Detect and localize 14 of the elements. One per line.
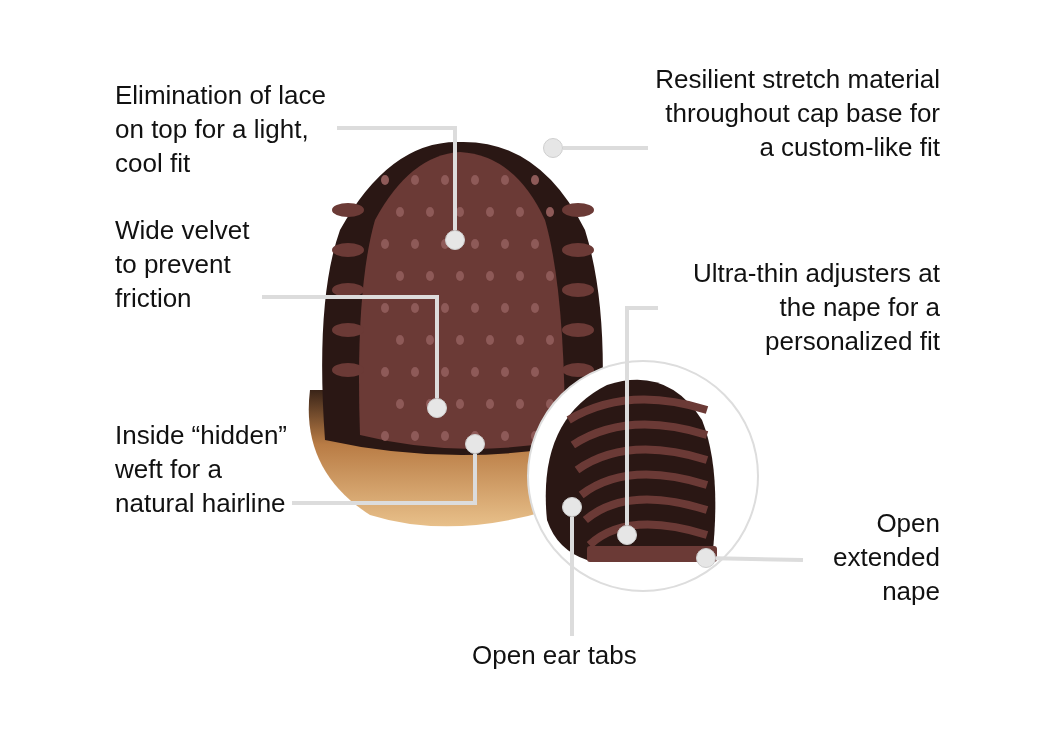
callout-text: Inside “hidden” weft for a natural hairline — [115, 419, 288, 520]
leader-line — [570, 517, 574, 636]
callout-text: Open ear tabs — [472, 639, 638, 672]
callout-text: Wide velvet to prevent friction — [115, 214, 251, 315]
callout-text: Open extended nape — [832, 507, 940, 608]
callout-text: Elimination of lace on top for a light, cool fit — [115, 79, 327, 180]
callout-text: Resilient stretch material throughout cap base for a custom-like fit — [654, 63, 940, 164]
leader-line — [262, 295, 439, 398]
leader-line — [563, 146, 648, 150]
leader-line — [337, 126, 457, 230]
leader-line — [715, 556, 804, 562]
leader-line — [625, 306, 658, 525]
leader-line — [292, 454, 477, 505]
callout-text: Ultra-thin adjusters at the nape for a personalized fit — [691, 257, 940, 358]
